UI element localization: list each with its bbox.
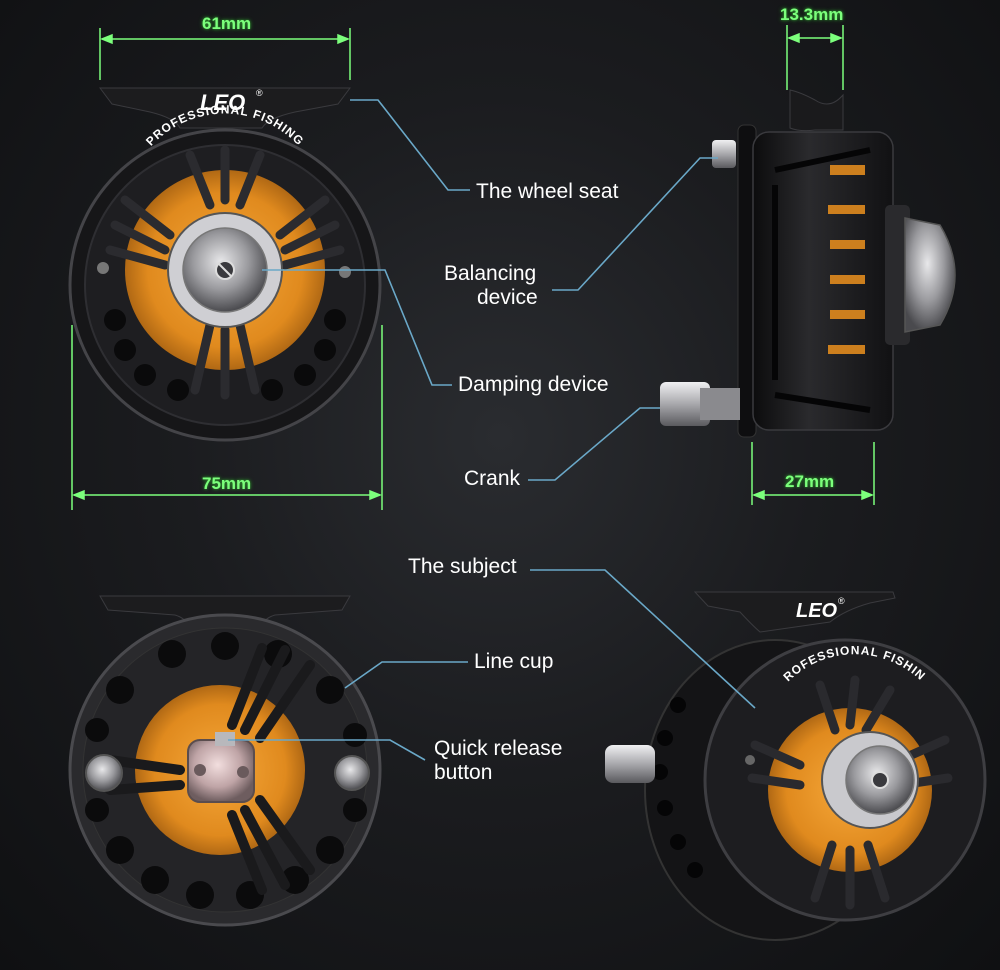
callout-wheel-seat: The wheel seat [476,180,619,203]
callout-damping: Damping device [458,373,609,396]
dimension-side-top: 13.3mm [780,5,844,24]
callout-crank: Crank [464,467,521,490]
callout-subject: The subject [408,555,517,578]
registered-mark-top: ® [256,88,263,98]
registered-mark-bottom: ® [838,596,845,606]
callout-balancing-line1: Balancing [444,262,537,285]
callout-quick-release-line2: button [434,761,493,784]
callout-lines [228,99,756,761]
callout-line-cup: Line cup [474,650,554,673]
brand-logo-top: LEO [200,90,245,115]
dimension-top-width: 61mm [202,14,252,33]
angled-reel [605,591,987,941]
side-reel [660,89,956,438]
callout-quick-release-line1: Quick release [434,737,563,760]
front-reel [68,87,382,442]
dimension-lines [71,25,875,510]
brand-logo-bottom: LEO [796,600,838,622]
callout-balancing-line2: device [477,286,538,309]
dimension-diameter: 75mm [202,474,252,493]
back-reel [68,595,382,927]
dimension-side-bottom: 27mm [785,472,835,491]
